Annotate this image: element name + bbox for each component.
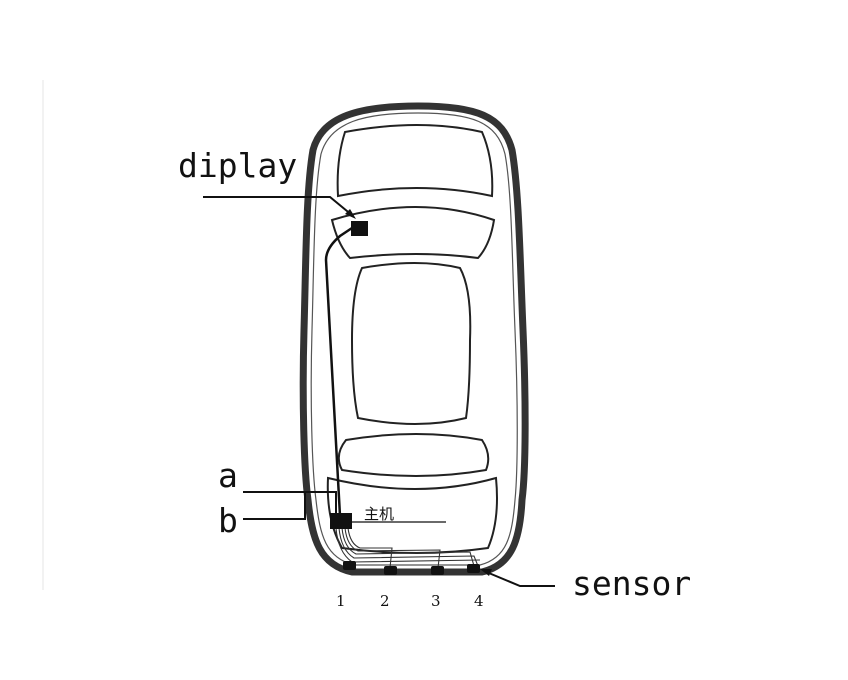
sensor-arrowhead <box>480 569 492 576</box>
sensor-label: sensor <box>572 564 691 603</box>
sensor-1 <box>343 561 356 570</box>
sensor-group <box>343 561 480 575</box>
sensor-4 <box>467 564 480 573</box>
car-rear-window <box>337 433 490 477</box>
sensor-number-4: 4 <box>474 592 484 610</box>
display-leader-line <box>203 196 354 217</box>
sensor-number-2: 2 <box>380 592 390 610</box>
b-leader-line <box>243 492 306 520</box>
host-unit <box>330 513 352 529</box>
car-windshield <box>330 206 496 260</box>
car-trunk <box>326 476 498 554</box>
display-arrowhead <box>345 209 356 219</box>
sensor-leader-line <box>483 570 555 587</box>
sensor-number-3: 3 <box>431 592 441 610</box>
display-unit <box>351 221 368 236</box>
rear-wiring-harness <box>335 527 481 569</box>
host-label: 主机 <box>364 505 394 523</box>
b-label: b <box>218 501 238 540</box>
display-cable <box>324 226 353 517</box>
a-leader-line <box>243 491 337 514</box>
a-label: a <box>218 456 238 495</box>
car-roof <box>350 262 472 425</box>
sensor-number-1: 1 <box>336 592 346 610</box>
display-label: diplay <box>178 146 297 185</box>
sensor-2 <box>384 566 397 575</box>
sensor-3 <box>431 566 444 575</box>
car-hood <box>336 124 494 198</box>
